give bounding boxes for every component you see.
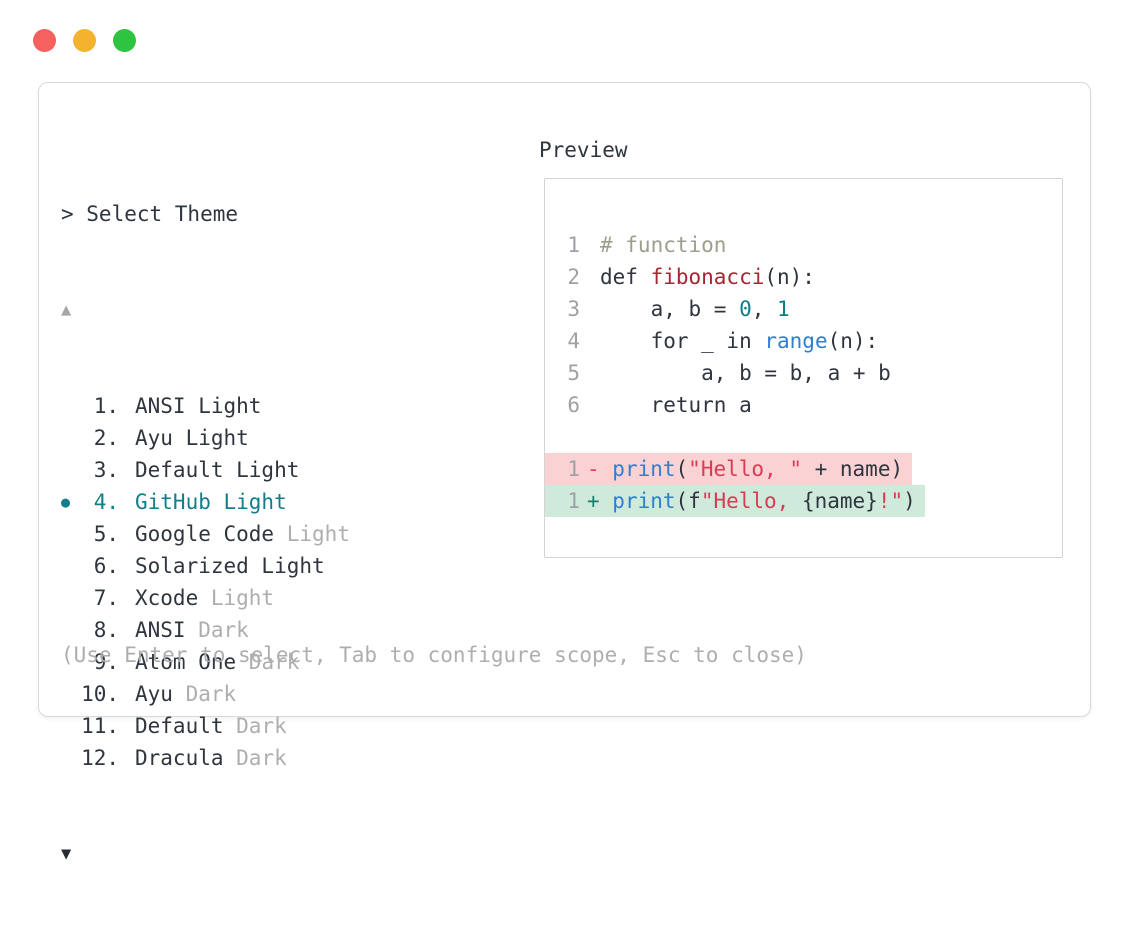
scroll-up-icon[interactable]: ▲ — [61, 300, 72, 320]
theme-option-label: Solarized Light — [135, 554, 325, 578]
theme-option-ansi-light[interactable]: 1. ANSI Light — [61, 390, 350, 422]
theme-option-number: 8. — [93, 618, 119, 642]
diff-line-added: 1 + print(f"Hello, {name}!") — [545, 485, 925, 517]
line-number: 4 — [567, 329, 580, 353]
theme-option-github-light[interactable]: ● 4. GitHub Light — [61, 486, 350, 518]
theme-option-number: 12. — [81, 746, 119, 770]
code-line — [545, 421, 1062, 453]
token-num: 1 — [777, 297, 790, 321]
theme-option-number: 6. — [93, 554, 119, 578]
token-str: "Hello, — [700, 489, 802, 513]
theme-option-label: Ayu Dark — [135, 682, 237, 706]
token-t: (n): — [764, 265, 815, 289]
token-t: (n): — [827, 329, 879, 353]
token-cm: # function — [600, 233, 727, 257]
theme-option-label: GitHub Light — [135, 490, 287, 514]
theme-selector-column: > Select Theme ▲ 1. ANSI Light 2. Ayu Light… — [61, 134, 350, 934]
token-t: for _ in — [600, 329, 765, 353]
theme-option-label: ANSI Light — [135, 394, 262, 418]
select-theme-prompt: > Select Theme — [61, 202, 239, 226]
token-fn: fibonacci — [650, 265, 765, 289]
minimize-button[interactable] — [73, 29, 96, 52]
preview-title: Preview — [539, 138, 628, 162]
token-t: {name} — [801, 489, 878, 513]
code-line: 4 for _ in range(n): — [545, 325, 1062, 357]
code-line: 1 # function — [545, 229, 1062, 261]
theme-option-label: Ayu Light — [135, 426, 249, 450]
selected-bullet-icon: ● — [61, 493, 71, 511]
theme-option-ayu-light[interactable]: 2. Ayu Light — [61, 422, 350, 454]
theme-option-default[interactable]: 11. Default Dark — [61, 710, 350, 742]
token-call: range — [764, 329, 828, 353]
theme-option-number: 4. — [93, 490, 119, 514]
line-number: 3 — [567, 297, 580, 321]
line-number: 6 — [567, 393, 580, 417]
theme-option-number: 2. — [93, 426, 119, 450]
theme-picker-window: > Select Theme ▲ 1. ANSI Light 2. Ayu Light… — [38, 82, 1091, 864]
theme-option-label: Xcode Light — [135, 586, 275, 610]
code-line: 3 a, b = 0, 1 — [545, 293, 1062, 325]
window-controls — [33, 29, 136, 52]
token-t: return a — [600, 393, 752, 417]
token-t: + name) — [801, 457, 904, 481]
theme-option-label: Default Dark — [135, 714, 287, 738]
theme-list: 1. ANSI Light 2. Ayu Light 3. Default Light ● 4… — [61, 390, 350, 774]
diff-line-removed: 1- print("Hello, " + name) — [545, 453, 913, 485]
theme-option-label: Default Light — [135, 458, 300, 482]
theme-option-label: Atom One Dark — [135, 650, 300, 674]
theme-option-dracula[interactable]: 12. Dracula Dark — [61, 742, 350, 774]
code-line: 6 return a — [545, 389, 1062, 421]
theme-option-atom-one[interactable]: 9. Atom One Dark — [61, 646, 350, 678]
maximize-button[interactable] — [113, 29, 136, 52]
line-number: 1 — [567, 233, 580, 257]
theme-option-label: ANSI Dark — [135, 618, 249, 642]
code-line: 5 a, b = b, a + b — [545, 357, 1062, 389]
token-call: print — [612, 489, 676, 513]
theme-option-number: 7. — [93, 586, 119, 610]
token-t: ) — [903, 489, 916, 513]
line-number: 5 — [567, 361, 580, 385]
theme-option-label: Google Code Light — [135, 522, 350, 546]
token-t: a, b = — [600, 297, 740, 321]
theme-option-number: 10. — [81, 682, 119, 706]
token-call: print — [612, 457, 676, 481]
token-str: !" — [877, 489, 904, 513]
theme-option-label: Dracula Dark — [135, 746, 287, 770]
token-t: ( — [675, 457, 689, 481]
token-t: , — [751, 297, 778, 321]
keyboard-hints: (Use Enter to select, Tab to configure s… — [61, 643, 807, 667]
theme-option-solarized-light[interactable]: 6. Solarized Light — [61, 550, 350, 582]
theme-option-google-code[interactable]: 5. Google Code Light — [61, 518, 350, 550]
theme-option-ayu[interactable]: 10. Ayu Dark — [61, 678, 350, 710]
token-t: a, b = b, a + b — [600, 361, 891, 385]
scroll-down-icon[interactable]: ▼ — [61, 844, 72, 864]
theme-option-xcode[interactable]: 7. Xcode Light — [61, 582, 350, 614]
line-number: 2 — [567, 265, 580, 289]
token-t: def — [600, 265, 651, 289]
token-str: "Hello, " — [688, 457, 802, 481]
token-plus: + — [587, 489, 613, 513]
theme-option-ansi[interactable]: 8. ANSI Dark — [61, 614, 350, 646]
theme-option-number: 11. — [81, 714, 119, 738]
line-number: 1 — [567, 489, 580, 513]
token-num: 0 — [739, 297, 752, 321]
theme-option-number: 9. — [93, 650, 119, 674]
theme-option-default-light[interactable]: 3. Default Light — [61, 454, 350, 486]
token-t: (f — [675, 489, 701, 513]
theme-option-number: 5. — [93, 522, 119, 546]
close-button[interactable] — [33, 29, 56, 52]
theme-option-number: 1. — [93, 394, 119, 418]
line-number: 1 — [567, 457, 580, 481]
token-minus: - — [587, 457, 613, 481]
code-line: 2 def fibonacci(n): — [545, 261, 1062, 293]
theme-option-number: 3. — [93, 458, 119, 482]
